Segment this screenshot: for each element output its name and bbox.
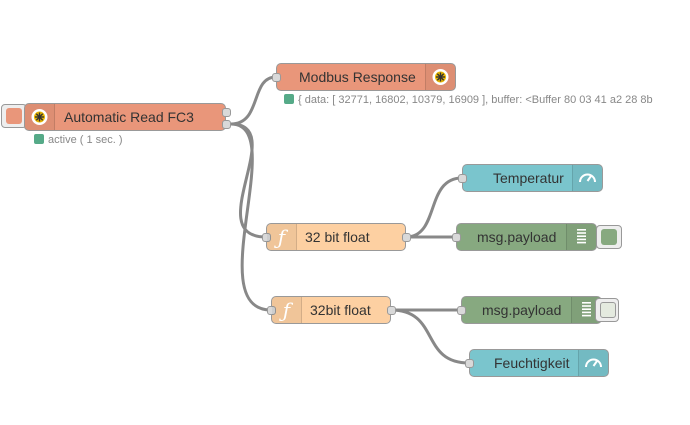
status-text: active ( 1 sec. ) <box>48 134 123 146</box>
toggle-button-face <box>600 302 616 318</box>
status-text: { data: [ 32771, 16802, 10379, 16909 ], … <box>298 94 653 106</box>
modbus-gear-icon <box>425 64 455 90</box>
node-gauge-temperatur[interactable]: Temperatur <box>458 164 603 192</box>
node-gauge-feuchtigkeit[interactable]: Feuchtigkeit <box>465 349 609 377</box>
trigger-button-face <box>6 108 22 124</box>
output-port[interactable] <box>402 233 411 242</box>
inject-trigger-button[interactable] <box>1 104 27 128</box>
status-response: { data: [ 32771, 16802, 10379, 16909 ], … <box>284 94 690 106</box>
node-function-32-bit-float[interactable]: ƒ 32 bit float <box>262 223 411 251</box>
output-port[interactable] <box>387 306 396 315</box>
node-label: Automatic Read FC3 <box>64 109 194 125</box>
node-automatic-read[interactable]: Automatic Read FC3 <box>24 103 231 131</box>
wire-read-to-func2 <box>230 122 272 312</box>
node-label: Feuchtigkeit <box>494 355 570 371</box>
input-port[interactable] <box>457 306 466 315</box>
toggle-button-face <box>601 229 617 245</box>
wire-read-to-response <box>230 75 277 126</box>
output-port[interactable] <box>222 120 231 129</box>
input-port[interactable] <box>452 233 461 242</box>
modbus-gear-icon <box>25 104 55 130</box>
node-label: msg.payload <box>477 229 557 245</box>
function-icon: ƒ <box>272 297 302 323</box>
node-debug-2[interactable]: msg.payload <box>457 296 602 324</box>
node-label: 32 bit float <box>305 229 370 245</box>
node-debug-1[interactable]: msg.payload <box>452 223 597 251</box>
input-port[interactable] <box>262 233 271 242</box>
wire-func2-to-feuchtigkeit <box>390 308 470 365</box>
node-label: Temperatur <box>493 170 564 186</box>
input-port[interactable] <box>267 306 276 315</box>
wire-func1-to-temperatur <box>405 176 463 239</box>
node-function-32bit-float[interactable]: ƒ 32bit float <box>267 296 396 324</box>
debug-2-toggle-button[interactable] <box>595 298 619 322</box>
input-port[interactable] <box>465 359 474 368</box>
output-port[interactable] <box>222 108 231 117</box>
wire-read-to-func1 <box>230 122 267 239</box>
gauge-icon <box>578 350 608 376</box>
gauge-icon <box>572 165 602 191</box>
status-active: active ( 1 sec. ) <box>34 134 123 146</box>
debug-1-toggle-button[interactable] <box>596 225 622 249</box>
input-port[interactable] <box>458 174 467 183</box>
node-label: Modbus Response <box>299 69 416 85</box>
input-port[interactable] <box>272 73 281 82</box>
node-label: msg.payload <box>482 302 562 318</box>
debug-list-icon <box>566 224 596 250</box>
function-icon: ƒ <box>267 224 297 250</box>
node-label: 32bit float <box>310 302 371 318</box>
status-dot <box>284 94 294 104</box>
status-dot <box>34 134 44 144</box>
node-modbus-response[interactable]: Modbus Response <box>272 63 456 91</box>
